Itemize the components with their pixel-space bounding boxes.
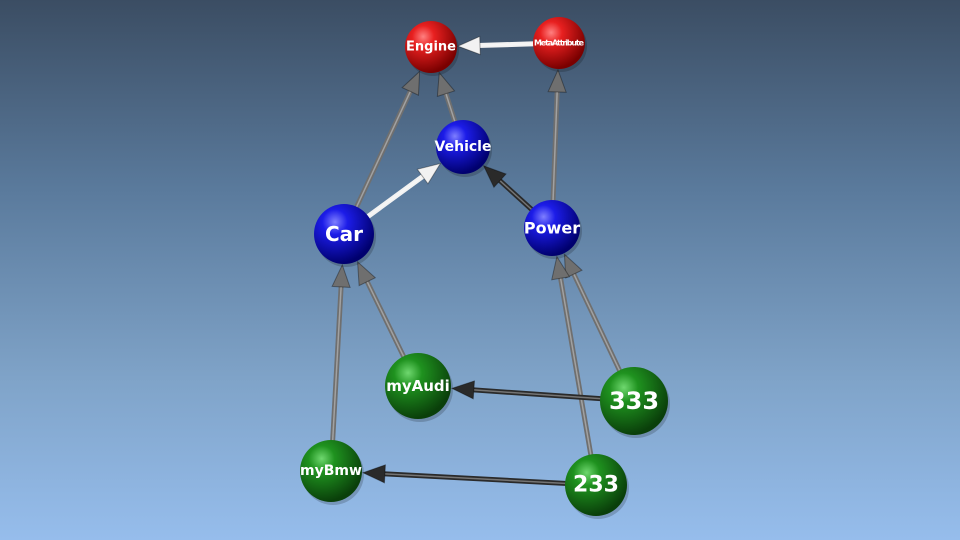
edge-n333-to-myaudi: [450, 380, 605, 402]
node-sphere[interactable]: [533, 17, 585, 69]
edge-highlight: [445, 93, 457, 124]
edge-n333-to-power: [563, 253, 623, 375]
node-sphere[interactable]: [600, 367, 668, 435]
node-meta[interactable]: MetaAttribute: [533, 17, 587, 72]
node-label: 333: [609, 387, 659, 415]
edge-highlight: [366, 281, 406, 359]
edge-highlight: [355, 91, 412, 209]
edge-n233-to-mybmw: [361, 464, 570, 486]
arrow-head-icon: [436, 71, 456, 98]
node-label: Engine: [406, 40, 456, 55]
node-label: myBmw: [300, 463, 362, 479]
edge-shaft: [475, 41, 538, 49]
node-sphere[interactable]: [385, 353, 451, 419]
edge-shaft: [469, 387, 605, 402]
edge-highlight: [384, 473, 568, 485]
edge-shaft: [380, 471, 570, 486]
edge-shaft: [363, 277, 407, 361]
arrow-head-icon: [331, 263, 351, 288]
edge-highlight: [473, 389, 603, 400]
edge-n233-to-power: [551, 255, 594, 459]
node-label: 233: [573, 473, 619, 498]
arrow-head-icon: [450, 380, 476, 400]
node-label: myAudi: [386, 377, 450, 395]
node-myaudi[interactable]: myAudi: [385, 353, 453, 422]
edge-highlight: [479, 42, 536, 47]
edge-shaft: [570, 269, 623, 375]
edge-car-to-vehicle: [364, 162, 442, 220]
node-n333[interactable]: 333: [600, 367, 670, 438]
node-power[interactable]: Power: [524, 200, 582, 259]
edge-shaft: [557, 273, 594, 459]
arrow-head-icon: [361, 464, 386, 484]
node-engine[interactable]: Engine: [405, 21, 459, 76]
node-mybmw[interactable]: myBmw: [300, 440, 364, 505]
edge-highlight: [331, 286, 342, 443]
node-sphere[interactable]: [405, 21, 457, 73]
edge-power-to-meta: [547, 68, 567, 205]
node-vehicle[interactable]: Vehicle: [435, 120, 492, 177]
node-sphere[interactable]: [565, 454, 627, 516]
node-label: Car: [325, 222, 363, 246]
edge-highlight: [366, 175, 424, 219]
node-sphere[interactable]: [314, 204, 374, 264]
node-label: Vehicle: [435, 139, 492, 155]
node-car[interactable]: Car: [314, 204, 376, 267]
arrow-head-icon: [551, 255, 571, 281]
edge-shaft: [550, 87, 560, 205]
node-sphere[interactable]: [300, 440, 362, 502]
edge-highlight: [559, 278, 592, 457]
arrow-head-icon: [482, 164, 507, 189]
edge-shaft: [364, 172, 427, 220]
arrow-head-icon: [356, 260, 377, 287]
arrow-head-icon: [547, 68, 567, 93]
edges-layer: [330, 35, 623, 486]
arrow-head-icon: [401, 70, 421, 96]
edge-car-to-engine: [353, 70, 421, 212]
edge-myaudi-to-car: [356, 260, 407, 361]
node-sphere[interactable]: [436, 120, 490, 174]
edge-power-to-vehicle: [482, 164, 536, 213]
edge-shaft: [495, 176, 536, 213]
arrow-head-icon: [456, 35, 481, 56]
node-sphere[interactable]: [524, 200, 580, 256]
node-n233[interactable]: 233: [565, 454, 629, 519]
edge-highlight: [573, 273, 621, 373]
edge-shaft: [353, 87, 414, 212]
node-label: MetaAttribute: [534, 39, 585, 48]
edge-shaft: [330, 282, 344, 445]
edge-vehicle-to-engine: [436, 71, 458, 126]
edge-meta-to-engine: [456, 35, 538, 56]
edge-highlight: [499, 180, 534, 212]
arrow-head-icon: [416, 162, 442, 185]
edge-mybmw-to-car: [330, 263, 351, 445]
edge-highlight: [552, 91, 558, 203]
node-label: Power: [524, 219, 580, 238]
arrow-head-icon: [563, 253, 583, 279]
edge-shaft: [442, 89, 458, 126]
